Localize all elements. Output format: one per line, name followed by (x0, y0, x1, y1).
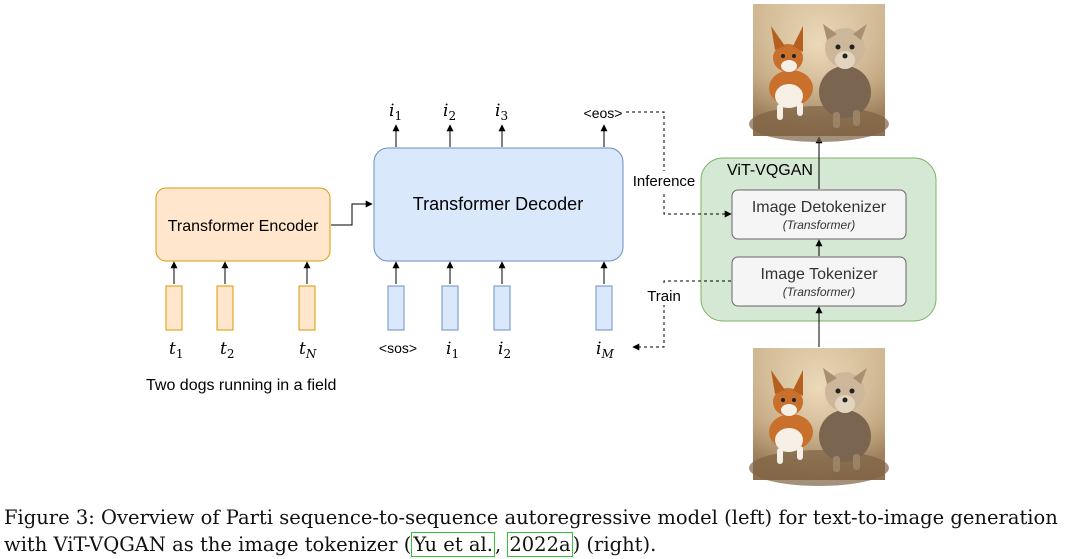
input-dogs-image (749, 348, 889, 486)
encoder-input-token-2 (216, 285, 234, 331)
transformer-encoder-label: Transformer Encoder (168, 218, 319, 235)
image-detokenizer-label: Image Detokenizer (752, 199, 887, 216)
decoder-input-token-M (595, 285, 613, 331)
decoder-output-label-3: i3 (495, 101, 508, 123)
decoder-output-label-1: i1 (389, 101, 402, 123)
decoder-input-label-2: i2 (498, 339, 511, 361)
figure-caption: Figure 3: Overview of Parti sequence-to-… (4, 504, 1072, 558)
encoder-input-label-N: tN (299, 339, 317, 361)
decoder-output-label-eos: <eos> (584, 105, 623, 121)
encoder-input-label-2: t2 (220, 339, 234, 361)
output-dogs-image (749, 4, 889, 142)
decoder-input-label-M: iM (596, 339, 614, 361)
train-label: Train (647, 288, 681, 305)
encoder-input-token-1 (165, 285, 183, 331)
citation-author-link[interactable]: Yu et al. (411, 532, 495, 557)
encoder-input-label-1: t1 (169, 339, 183, 361)
image-detokenizer-sublabel: (Transformer) (783, 218, 855, 232)
transformer-decoder-box (373, 147, 624, 262)
caption-line-1: Figure 3: Overview of Parti sequence-to-… (4, 506, 1058, 529)
image-tokenizer-label: Image Tokenizer (760, 266, 878, 283)
transformer-encoder-box (155, 187, 331, 262)
decoder-input-label-1: i1 (446, 339, 459, 361)
decoder-input-token-sos (387, 285, 405, 331)
decoder-input-token-1 (441, 285, 459, 331)
decoder-input-token-2 (493, 285, 511, 331)
encoder-input-token-N (298, 285, 316, 331)
image-tokenizer-sublabel: (Transformer) (783, 285, 855, 299)
inference-dashed-arrow (626, 111, 732, 218)
caption-line-2: with ViT-VQGAN as the image tokenizer (Y… (4, 532, 657, 557)
decoder-output-label-2: i2 (443, 101, 456, 123)
image-tokenizer-box (731, 256, 907, 307)
citation-year-link[interactable]: 2022a (507, 532, 573, 557)
inference-label: Inference (633, 173, 696, 190)
text-prompt: Two dogs running in a field (146, 377, 336, 394)
image-detokenizer-box (731, 189, 907, 240)
vitvqgan-title: ViT-VQGAN (727, 162, 813, 179)
decoder-input-label-sos: <sos> (379, 340, 417, 356)
parti-diagram: Transformer Encoder t1 t2 tN Two dogs ru… (146, 4, 937, 486)
transformer-decoder-label: Transformer Decoder (413, 194, 583, 214)
encoder-to-decoder-arrow (331, 200, 373, 226)
